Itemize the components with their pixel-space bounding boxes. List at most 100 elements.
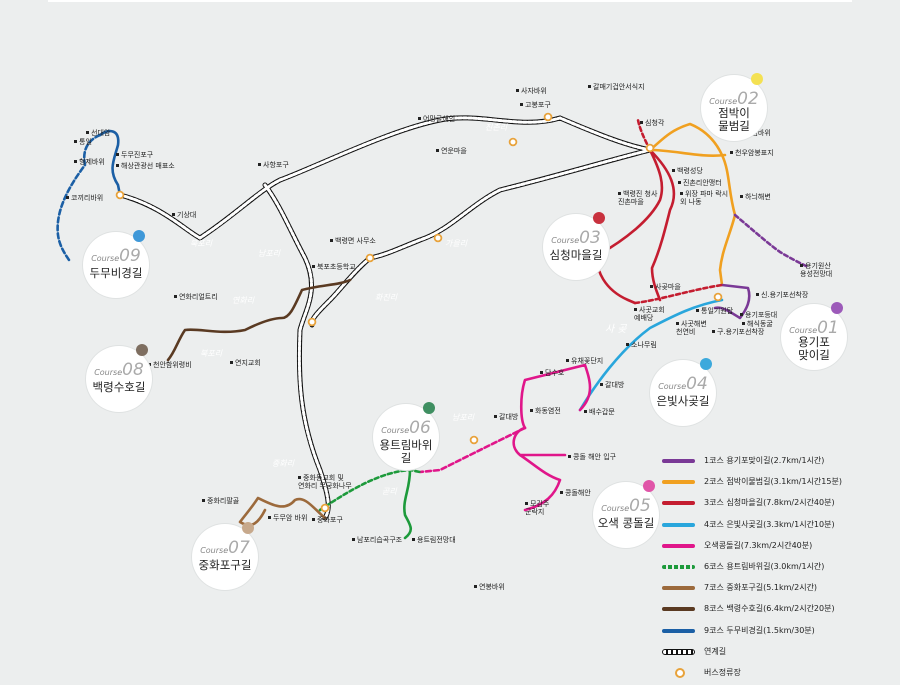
poi: 사항포구 bbox=[258, 160, 289, 170]
poi: 갈대방 bbox=[494, 412, 518, 422]
poi-marker bbox=[800, 264, 803, 267]
poi-marker bbox=[676, 322, 679, 325]
legend-row: 1코스 용기포맞이길(2.7km/1시간) bbox=[662, 452, 892, 473]
place-label: 진촌리 bbox=[485, 123, 508, 132]
course-06-dashed bbox=[318, 468, 422, 512]
poi: 유채꽃단지 bbox=[566, 356, 603, 366]
badge-dot bbox=[136, 344, 148, 356]
poi: 사곳해변 천연비 bbox=[676, 320, 707, 336]
badge-dot bbox=[242, 522, 254, 534]
poi-marker bbox=[352, 538, 355, 541]
course-name: 중화포구길 bbox=[198, 558, 252, 572]
legend-label: 4코스 은빛사곶길(3.3km/1시간10분) bbox=[704, 519, 835, 529]
poi-marker bbox=[756, 293, 759, 296]
poi-marker bbox=[672, 169, 675, 172]
poi-marker bbox=[172, 213, 175, 216]
course-01-route bbox=[713, 283, 751, 320]
course-09-dashed bbox=[56, 133, 102, 264]
legend-swatch bbox=[662, 459, 695, 463]
poi: 백령면 사무소 bbox=[330, 236, 376, 246]
poi: 연지교회 bbox=[230, 358, 261, 368]
legend-row: 8코스 백령수호길(6.4km/2시간20분) bbox=[662, 600, 892, 621]
poi: 해식동굴 bbox=[742, 319, 773, 329]
legend-row: 7코스 중화포구길(5.1km/2시간) bbox=[662, 579, 892, 600]
course-badge-08[interactable]: Course08 백령수호길 bbox=[86, 344, 152, 412]
legend-label: 1코스 용기포맞이길(2.7km/1시간) bbox=[704, 456, 825, 465]
poi: 구.용기포선착장 bbox=[712, 327, 764, 337]
poi: 백령성당 bbox=[672, 166, 703, 176]
legend-label: 2코스 점박이물범길(3.1km/1시간15분) bbox=[704, 477, 842, 487]
poi-marker bbox=[680, 192, 683, 195]
course-label: Course06 bbox=[381, 418, 431, 438]
poi: 백령진 청사 진촌마을 bbox=[618, 190, 658, 206]
poi: 중화동교회 및 연화리 무궁화나무 bbox=[298, 474, 352, 490]
badge-dot bbox=[700, 358, 712, 370]
course-badge-06[interactable]: Course06 용트림바위길 bbox=[373, 402, 439, 470]
poi-marker bbox=[412, 538, 415, 541]
poi-marker bbox=[650, 285, 653, 288]
legend-row: 4코스 은빛사곶길(3.3km/1시간10분) bbox=[662, 516, 892, 537]
bus-stops bbox=[115, 112, 723, 513]
badge-dot bbox=[423, 402, 435, 414]
poi: 신.용기포선착장 bbox=[756, 290, 808, 300]
badge-dot bbox=[133, 230, 145, 242]
course-06-route bbox=[403, 468, 413, 540]
poi: 중화리팔골 bbox=[202, 496, 239, 506]
poi-marker bbox=[678, 181, 681, 184]
place-label: 화진리 bbox=[375, 293, 398, 302]
poi: 연화리얼트리 bbox=[174, 292, 218, 302]
poi-marker bbox=[525, 502, 528, 505]
top-border bbox=[48, 0, 852, 2]
poi: 위장 파마 락시 외 나동 bbox=[680, 190, 729, 206]
poi-marker bbox=[258, 163, 261, 166]
course-badge-04[interactable]: Course04 은빛사곶길 bbox=[650, 358, 716, 426]
legend-row: 2코스 점박이물범길(3.1km/1시간15분) bbox=[662, 473, 892, 494]
place-label: 남포리 bbox=[258, 249, 281, 258]
poi-marker bbox=[116, 153, 119, 156]
poi: 하늬해변 bbox=[740, 192, 771, 202]
poi-marker bbox=[436, 149, 439, 152]
poi: 코끼리바위 bbox=[66, 193, 103, 203]
poi: 용기원산 용성전망대 bbox=[800, 262, 833, 278]
poi: 화동염전 bbox=[530, 406, 561, 416]
poi-marker bbox=[230, 361, 233, 364]
legend-swatch bbox=[662, 543, 695, 548]
poi: 용기포등대 bbox=[740, 310, 777, 320]
course-label: Course04 bbox=[658, 374, 708, 394]
poi: 용트림전망대 bbox=[412, 535, 456, 545]
connector-swatch bbox=[662, 648, 695, 655]
course-04-route bbox=[578, 298, 724, 412]
poi-marker bbox=[540, 371, 543, 374]
course-name: 백령수호길 bbox=[92, 380, 146, 394]
poi-marker bbox=[742, 322, 745, 325]
course-label: Course08 bbox=[94, 360, 144, 380]
course-badge-01[interactable]: Course01 용기포 맞이길 bbox=[781, 302, 847, 370]
poi-marker bbox=[74, 160, 77, 163]
poi-marker bbox=[740, 195, 743, 198]
poi: 갈대방 bbox=[600, 380, 624, 390]
poi: 두무암 바위 bbox=[268, 513, 307, 523]
course-badge-03[interactable]: Course03 심청마을길 bbox=[543, 212, 609, 280]
legend-swatch bbox=[662, 564, 695, 569]
poi-marker bbox=[520, 103, 523, 106]
legend-row: 3코스 심청마을길(7.8km/2시간40분) bbox=[662, 494, 892, 515]
legend-swatch bbox=[662, 501, 695, 506]
place-label: 북포리 bbox=[190, 239, 213, 248]
course-name: 용트림바위길 bbox=[379, 438, 433, 465]
legend-label: 3코스 심청마을길(7.8km/2시간40분) bbox=[704, 498, 835, 508]
course-name: 오색 콩돌길 bbox=[597, 516, 655, 530]
poi: 북포초등학교 bbox=[312, 262, 356, 272]
course-label: Course05 bbox=[601, 496, 651, 516]
poi: 형제바위 bbox=[74, 157, 105, 167]
course-badge-05[interactable]: Course05 오색 콩돌길 bbox=[593, 480, 659, 548]
course-badge-07[interactable]: Course07 중화포구길 bbox=[192, 522, 258, 590]
poi: 천안함위령비 bbox=[148, 360, 192, 370]
course-name: 용기포 맞이길 bbox=[798, 335, 830, 362]
legend: 1코스 용기포맞이길(2.7km/1시간) 2코스 점박이물범길(3.1km/1… bbox=[662, 452, 892, 685]
course-badge-09[interactable]: Course09 두무비경길 bbox=[83, 230, 149, 298]
course-badge-02[interactable]: Course02 점박이 물범길 bbox=[701, 73, 767, 141]
legend-label: 연계길 bbox=[704, 646, 727, 656]
poi-marker bbox=[494, 415, 497, 418]
legend-swatch bbox=[662, 628, 695, 633]
badge-dot bbox=[751, 73, 763, 85]
